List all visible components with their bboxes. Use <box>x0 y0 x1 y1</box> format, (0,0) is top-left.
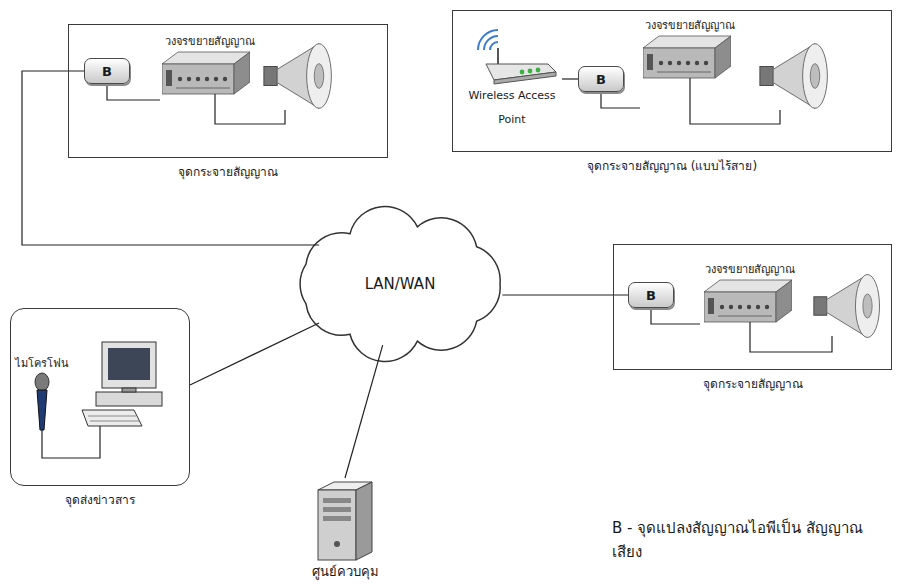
network-cable <box>601 92 640 108</box>
computer-icon <box>82 342 162 426</box>
distribution-panel: จุดกระจายสัญญาณ B วงจรขยายสัญญาณ <box>68 24 388 187</box>
amplifier-label: วงจรขยายสัญญาณ <box>645 16 735 34</box>
amplifier-label: วงจรขยายสัญญาณ <box>705 260 795 278</box>
control-server: ศูนย์ควบคุม <box>290 478 400 582</box>
control-server-label: ศูนย์ควบคุม <box>312 561 379 582</box>
ip-audio-converter-label: B <box>646 288 656 303</box>
ip-audio-converter-label: B <box>596 72 606 87</box>
speaker-wire <box>42 78 832 458</box>
network-cable <box>190 323 319 385</box>
amplifier: วงจรขยายสัญญาณ <box>640 14 740 110</box>
note-box: B - จุดแปลงสัญญาณไอพีเป็น สัญญาณเสียง <box>612 516 867 564</box>
distribution-panel: จุดกระจายสัญญาณ (แบบไร้สาย) Wireless Acce… <box>452 10 892 181</box>
panel-caption: จุดกระจายสัญญาณ <box>178 162 278 181</box>
amplifier-label: วงจรขยายสัญญาณ <box>165 32 255 50</box>
network-cable <box>345 345 383 478</box>
amplifier: วงจรขยายสัญญาณ <box>700 258 800 336</box>
panel-caption: จุดกระจายสัญญาณ (แบบไร้สาย) <box>587 156 757 175</box>
access-point-icon <box>478 30 556 84</box>
amplifier: วงจรขยายสัญญาณ <box>160 30 260 108</box>
cloud-shape <box>300 206 500 361</box>
ip-audio-converter: B <box>84 58 130 84</box>
panel-frame <box>10 308 190 486</box>
microphone-label: ไมโครโฟน <box>15 354 69 372</box>
server-icon <box>318 482 372 560</box>
ip-audio-converter: B <box>628 282 674 308</box>
ip-audio-converter-label: B <box>102 64 112 79</box>
distribution-panel: จุดกระจายสัญญาณ B วงจรขยายสัญญาณ <box>613 244 892 399</box>
ip-audio-converter: B <box>578 66 624 92</box>
network-cloud: LAN/WAN <box>296 222 504 346</box>
network-cable <box>562 78 578 79</box>
wireless-access-point: Wireless Access Point <box>462 22 562 132</box>
network-cable <box>502 294 628 295</box>
microphone-icon <box>35 373 49 430</box>
wireless-access-point-label: Wireless Access Point <box>462 84 558 132</box>
panel-caption: จุดกระจายสัญญาณ <box>703 374 803 393</box>
sender-panel: จุดส่งข่าวสาร ไมโครโฟน <box>10 308 190 515</box>
panel-caption: จุดส่งข่าวสาร <box>65 490 135 509</box>
network-cloud-label: LAN/WAN <box>365 275 436 293</box>
network-cable <box>22 71 319 245</box>
note-text: B - จุดแปลงสัญญาณไอพีเป็น สัญญาณเสียง <box>612 516 867 564</box>
microphone: ไมโครโฟน <box>12 352 72 442</box>
network-cable <box>107 84 160 100</box>
network-cable <box>651 308 700 324</box>
